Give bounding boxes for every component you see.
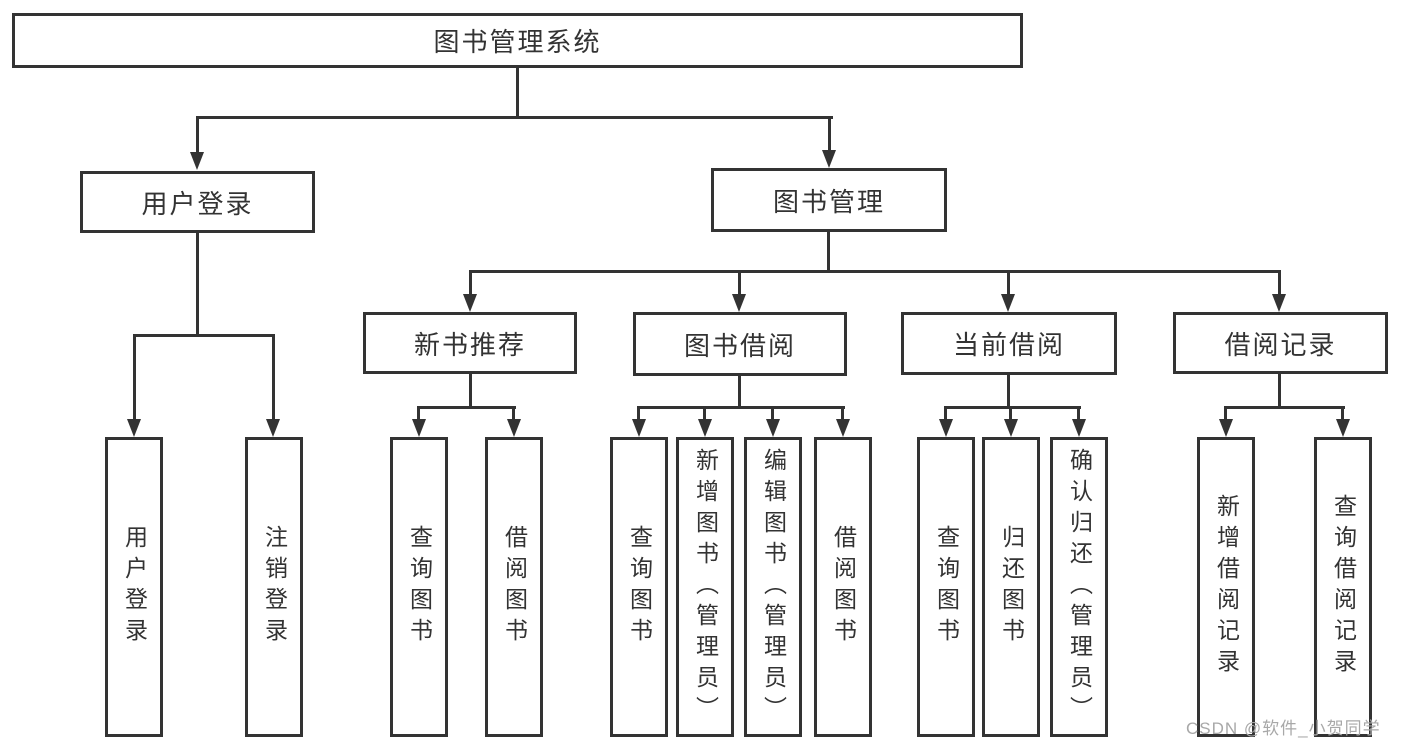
connector-line [196,116,833,119]
leaf-logout: 注销登录 [245,437,303,737]
node-library-management-system: 图书管理系统 [12,13,1023,68]
arrow-down-icon [939,419,953,437]
arrow-down-icon [1219,419,1233,437]
leaf-label: 归还图书 [998,525,1025,649]
connector-line [512,406,515,421]
connector-line [417,406,516,409]
connector-line [637,406,845,409]
connector-line [944,406,947,421]
leaf-label: 编辑图书（管理员） [760,447,787,727]
connector-line [1341,406,1344,421]
leaf-user-login: 用户登录 [105,437,163,737]
arrow-down-icon [698,419,712,437]
leaf-label: 借阅图书 [501,525,528,649]
arrow-down-icon [1004,419,1018,437]
node-user-login: 用户登录 [80,171,315,233]
arrow-down-icon [1001,294,1015,312]
connector-line [196,233,199,337]
leaf-confirm-return-admin: 确认归还（管理员） [1050,437,1108,737]
connector-line [516,66,519,119]
node-book-borrow: 图书借阅 [633,312,847,376]
node-label: 用户登录 [141,188,254,219]
connector-line [133,334,275,337]
leaf-query-borrow-record: 查询借阅记录 [1314,437,1372,737]
connector-line [1224,406,1227,421]
arrow-down-icon [836,419,850,437]
node-label: 图书借阅 [683,330,796,361]
connector-line [1278,270,1281,296]
node-label: 图书管理系统 [433,27,602,57]
connector-line [841,406,844,421]
arrow-down-icon [1072,419,1086,437]
leaf-return-book: 归还图书 [982,437,1040,737]
connector-line [469,270,1281,273]
leaf-label: 用户登录 [121,525,148,649]
leaf-borrow-book: 借阅图书 [814,437,872,737]
connector-line [272,334,275,419]
connector-line [417,406,420,421]
arrow-down-icon [632,419,646,437]
node-label: 新书推荐 [413,329,526,360]
connector-line [1007,270,1010,296]
leaf-label: 查询图书 [626,525,653,649]
arrow-down-icon [1336,419,1350,437]
connector-line [1077,406,1080,421]
connector-line [738,270,741,296]
arrow-down-icon [463,294,477,312]
arrow-down-icon [412,419,426,437]
node-label: 当前借阅 [952,330,1065,360]
arrow-down-icon [766,419,780,437]
connector-line [738,376,741,409]
leaf-label: 注销登录 [261,525,288,649]
leaf-label: 借阅图书 [830,525,857,649]
connector-line [827,232,830,273]
leaf-add-book-admin: 新增图书（管理员） [676,437,734,737]
leaf-query-book-recommend: 查询图书 [390,437,448,737]
leaf-query-book-current: 查询图书 [917,437,975,737]
leaf-label: 新增借阅记录 [1213,494,1240,680]
arrow-down-icon [127,419,141,437]
arrow-down-icon [732,294,746,312]
connector-line [1007,375,1010,409]
leaf-label: 新增图书（管理员） [692,447,719,727]
arrow-down-icon [266,419,280,437]
connector-line [1278,374,1281,409]
leaf-label: 查询图书 [933,525,960,649]
connector-line [133,334,136,419]
connector-line [469,270,472,296]
csdn-watermark: CSDN @软件_小贺同学 [1186,719,1381,738]
connector-line [1009,406,1012,421]
leaf-add-borrow-record: 新增借阅记录 [1197,437,1255,737]
node-label: 借阅记录 [1224,329,1337,360]
connector-line [828,116,831,151]
connector-line [944,406,1081,409]
arrow-down-icon [507,419,521,437]
node-current-borrow: 当前借阅 [901,312,1117,375]
node-borrow-record: 借阅记录 [1173,312,1388,374]
leaf-label: 确认归还（管理员） [1066,447,1093,727]
connector-line [469,374,472,409]
node-book-management: 图书管理 [711,168,947,232]
node-new-book-recommend: 新书推荐 [363,312,577,374]
leaf-edit-book-admin: 编辑图书（管理员） [744,437,802,737]
connector-line [196,116,199,153]
leaf-query-book-borrow: 查询图书 [610,437,668,737]
arrow-down-icon [822,150,836,168]
connector-line [1224,406,1345,409]
leaf-label: 查询借阅记录 [1330,494,1357,680]
connector-line [703,406,706,421]
arrow-down-icon [1272,294,1286,312]
connector-line [771,406,774,421]
leaf-borrow-book-recommend: 借阅图书 [485,437,543,737]
connector-line [637,406,640,421]
leaf-label: 查询图书 [406,525,433,649]
node-label: 图书管理 [772,186,885,217]
arrow-down-icon [190,152,204,170]
